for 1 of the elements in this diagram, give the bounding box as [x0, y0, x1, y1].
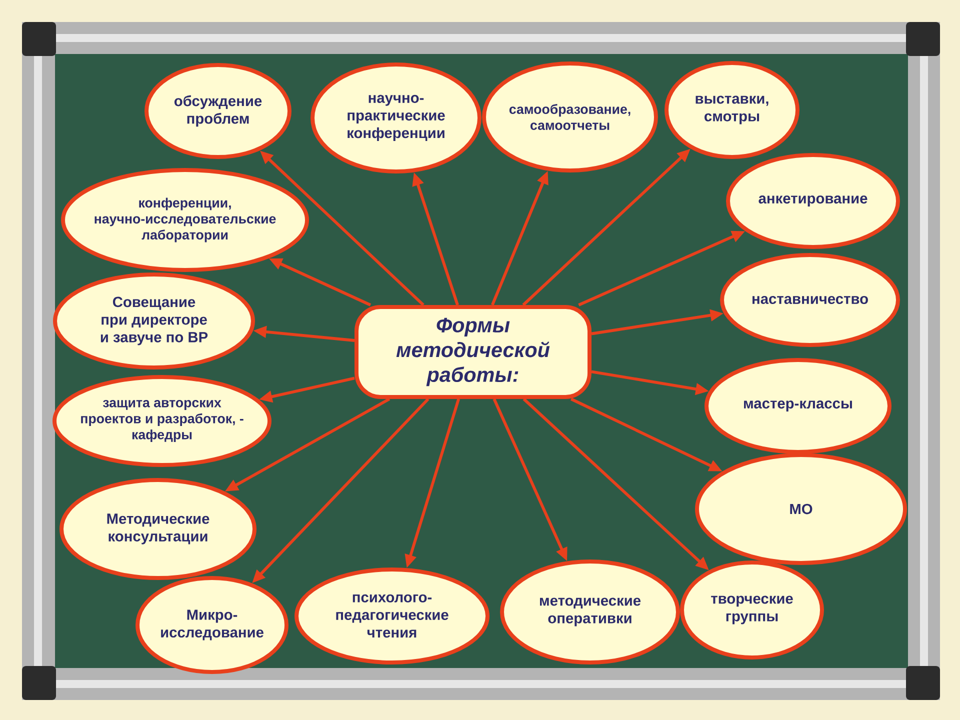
central-topic-box: Формы методической работы: — [354, 305, 592, 399]
